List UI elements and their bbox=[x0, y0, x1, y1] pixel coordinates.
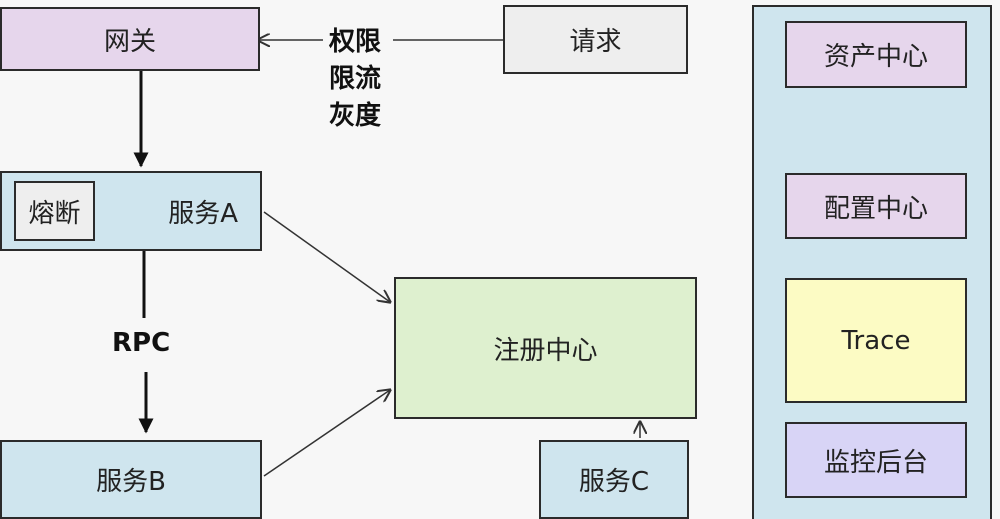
config-center-box: 配置中心 bbox=[785, 173, 967, 239]
registry-label: 注册中心 bbox=[493, 335, 598, 366]
rpc-label: RPC bbox=[112, 328, 171, 358]
asset-center-box: 资产中心 bbox=[785, 21, 967, 88]
monitor-backend-box: 监控后台 bbox=[785, 422, 967, 498]
service-b-label: 服务B bbox=[96, 467, 166, 497]
service-b-box: 服务B bbox=[0, 440, 262, 519]
registry-box: 注册中心 bbox=[394, 277, 697, 419]
gateway-function-gray-release: 灰度 bbox=[329, 101, 382, 131]
circuit-breaker-label: 熔断 bbox=[28, 198, 81, 229]
gateway-box: 网关 bbox=[0, 7, 260, 71]
asset-center-label: 资产中心 bbox=[823, 42, 928, 72]
service-a-label: 服务A bbox=[168, 198, 238, 229]
config-center-label: 配置中心 bbox=[823, 193, 928, 224]
service-b-to-registry-arrow bbox=[263, 390, 390, 477]
trace-label: Trace bbox=[841, 325, 911, 356]
gateway-function-permission: 权限 bbox=[329, 27, 382, 57]
gateway-function-rate-limit: 限流 bbox=[329, 64, 382, 94]
service-c-box: 服务C bbox=[539, 440, 689, 519]
service-c-label: 服务C bbox=[578, 467, 650, 497]
service-a-to-registry-arrow bbox=[263, 211, 390, 302]
circuit-breaker-box: 熔断 bbox=[14, 181, 95, 241]
monitor-backend-label: 监控后台 bbox=[823, 447, 928, 478]
request-label: 请求 bbox=[569, 27, 622, 57]
gateway-label: 网关 bbox=[103, 26, 156, 57]
request-box: 请求 bbox=[503, 5, 688, 74]
trace-box: Trace bbox=[785, 278, 967, 403]
